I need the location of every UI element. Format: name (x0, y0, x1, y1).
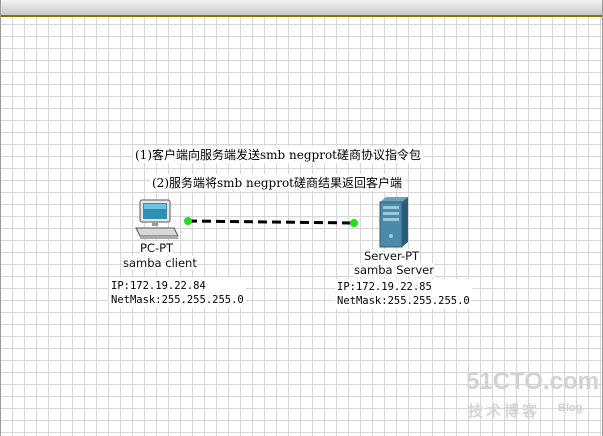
watermark-blog: Blog (558, 402, 583, 414)
pc-icon[interactable] (134, 198, 182, 242)
client-ip-info[interactable]: IP:172.19.22.84 NetMask:255.255.255.0 (109, 278, 246, 308)
server-icon[interactable] (376, 196, 410, 248)
step1-note[interactable]: (1)客户端向服务端发送smb negprot磋商协议指令包 (133, 146, 424, 163)
server-port-status-dot (350, 219, 358, 227)
server-ip-info[interactable]: IP:172.19.22.85 NetMask:255.255.255.0 (335, 279, 472, 309)
client-ip: IP:172.19.22.84 (111, 280, 206, 292)
watermark-tagline: 技术博客 (468, 402, 541, 420)
window-top-bar (0, 0, 603, 17)
client-netmask: NetMask:255.255.255.0 (111, 294, 244, 306)
watermark-logo: 51CTO.com (466, 368, 599, 395)
client-port-status-dot (184, 217, 192, 225)
step2-note[interactable]: (2)服务端将smb negprot磋商结果返回客户端 (150, 174, 405, 191)
client-name-label: samba client (123, 256, 197, 270)
server-netmask: NetMask:255.255.255.0 (337, 295, 470, 307)
ethernet-cable[interactable] (187, 219, 355, 225)
server-model-label: Server-PT (364, 249, 420, 263)
server-name-label: samba Server (354, 263, 434, 277)
server-ip: IP:172.19.22.85 (337, 281, 432, 293)
client-model-label: PC-PT (140, 241, 174, 255)
